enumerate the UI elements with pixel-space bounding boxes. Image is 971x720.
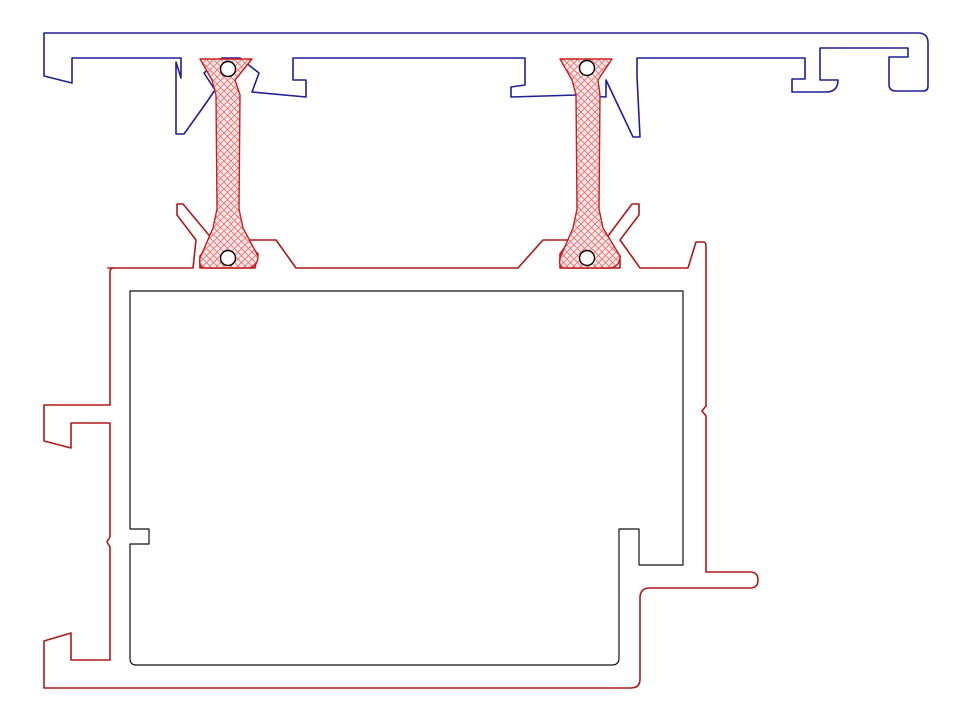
outer-aluminium-profile [43, 32, 929, 138]
keying-pin-top-left [219, 60, 237, 78]
keying-pin-top-right [578, 59, 596, 77]
keying-pin-bottom-right [578, 249, 596, 267]
thermal-break-strip-left [198, 58, 259, 269]
thermal-break-strip-right [558, 58, 621, 269]
inner-aluminium-profile [43, 203, 759, 689]
keying-pin-bottom-left [219, 249, 237, 267]
hollow-chamber [129, 290, 684, 666]
